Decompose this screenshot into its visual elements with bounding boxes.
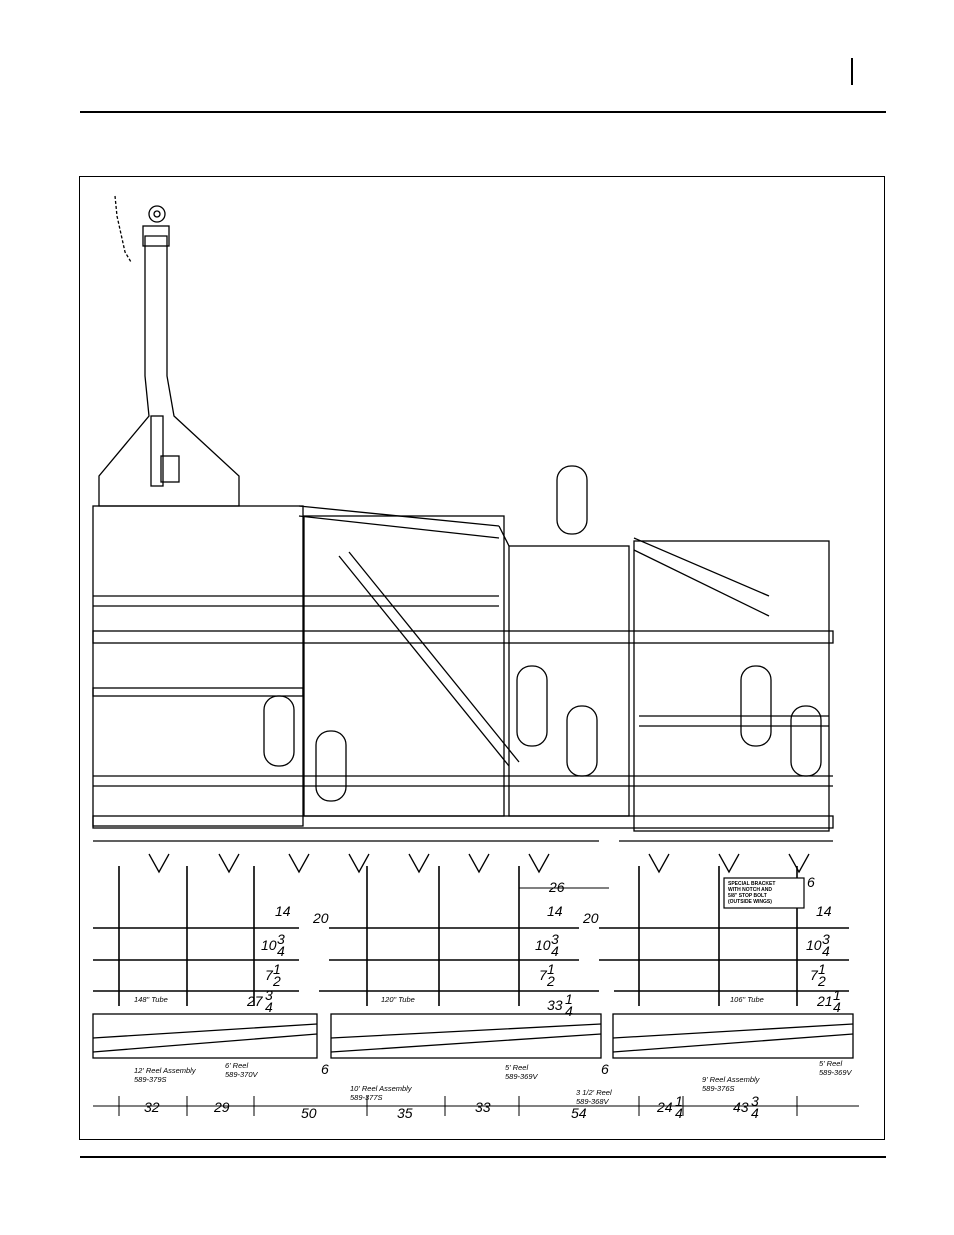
dim-33: 33 xyxy=(547,997,563,1013)
dim-bottom-35: 35 xyxy=(397,1105,413,1121)
dim-bottom-24-den: 4 xyxy=(675,1105,683,1121)
dim-7-c-den: 2 xyxy=(817,973,826,989)
field-cultivator-drawing: SPECIAL BRACKET WITH NOTCH AND 5/8" STOP… xyxy=(92,195,859,1121)
dim-10-b: 10 xyxy=(535,937,551,953)
dim-10-c-num: 3 xyxy=(822,931,830,947)
shank-row-rear xyxy=(93,840,833,874)
dim-6-a: 6 xyxy=(321,1061,329,1077)
dim-bottom-33: 33 xyxy=(475,1099,491,1115)
dim-7-a: 7 xyxy=(265,967,274,983)
dim-33-den: 4 xyxy=(565,1003,573,1019)
dim-7-a-num: 1 xyxy=(273,961,281,977)
rolling-reels xyxy=(92,1013,854,1059)
note-line-3: 5/8" STOP BOLT xyxy=(728,893,767,899)
dim-27-num: 3 xyxy=(265,987,273,1003)
header-page-marker xyxy=(851,58,853,85)
dim-14-b: 14 xyxy=(547,903,563,919)
dim-7-c: 7 xyxy=(810,967,819,983)
main-frame xyxy=(92,505,834,832)
label-reel-12: 12' Reel Assembly xyxy=(134,1066,197,1075)
dim-6-b: 6 xyxy=(601,1061,609,1077)
dim-20-b: 20 xyxy=(582,910,599,926)
dim-7-b-den: 2 xyxy=(546,973,555,989)
note-box xyxy=(723,877,805,909)
note-line-2: WITH NOTCH AND xyxy=(728,887,772,893)
dim-7-c-num: 1 xyxy=(818,961,826,977)
dim-14-c: 14 xyxy=(816,903,832,919)
dimension-lines xyxy=(93,887,859,1116)
label-tube-120: 120" Tube xyxy=(381,995,415,1004)
dim-10-b-num: 3 xyxy=(551,931,559,947)
dim-27: 27 xyxy=(246,993,264,1009)
dim-10-a-den: 4 xyxy=(277,943,285,959)
dim-10-c-den: 4 xyxy=(822,943,830,959)
dim-10-b-den: 4 xyxy=(551,943,559,959)
dim-10-c: 10 xyxy=(806,937,822,953)
label-reel-12-part: 589-379S xyxy=(134,1075,167,1084)
dim-7-b: 7 xyxy=(539,967,548,983)
label-reel-3h-part: 589-368V xyxy=(576,1097,610,1106)
transport-wheels xyxy=(263,465,822,802)
label-reel-3h: 3 1/2' Reel xyxy=(576,1088,612,1097)
dim-10-a: 10 xyxy=(261,937,277,953)
label-reel-6: 6' Reel xyxy=(225,1061,248,1070)
label-tube-148: 148" Tube xyxy=(134,995,168,1004)
dim-21-num: 1 xyxy=(833,987,841,1003)
dim-bottom-24: 24 xyxy=(656,1099,673,1115)
dim-26: 26 xyxy=(548,879,565,895)
dim-bottom-43: 43 xyxy=(733,1099,749,1115)
note-line-4: (OUTSIDE WINGS) xyxy=(728,899,772,905)
label-reel-9: 9' Reel Assembly xyxy=(702,1075,761,1084)
dim-20-a: 20 xyxy=(312,910,329,926)
dim-7-b-num: 1 xyxy=(547,961,555,977)
hitch-assembly xyxy=(98,195,240,507)
label-tube-106: 106" Tube xyxy=(730,995,764,1004)
figure-frame xyxy=(79,176,885,1140)
dim-7-a-den: 2 xyxy=(272,973,281,989)
label-reel-5b-part: 589-369V xyxy=(819,1068,853,1077)
harrow-bars xyxy=(93,866,849,1006)
label-reel-9-part: 589-376S xyxy=(702,1084,735,1093)
dim-bottom-43-den: 4 xyxy=(751,1105,759,1121)
dim-bottom-43-num: 3 xyxy=(751,1093,759,1109)
dim-bottom-54: 54 xyxy=(571,1105,587,1121)
label-reel-10-part: 589-377S xyxy=(350,1093,383,1102)
label-reel-6-part: 589-370V xyxy=(225,1070,259,1079)
dim-33-num: 1 xyxy=(565,991,573,1007)
footer-rule xyxy=(80,1156,886,1158)
note-line-1: SPECIAL BRACKET xyxy=(728,881,775,887)
dim-10-a-num: 3 xyxy=(277,931,285,947)
label-reel-5b: 5' Reel xyxy=(819,1059,842,1068)
dim-21-den: 4 xyxy=(833,999,841,1015)
label-reel-10: 10' Reel Assembly xyxy=(350,1084,413,1093)
dim-bottom-50: 50 xyxy=(301,1105,317,1121)
dim-bottom-24-num: 1 xyxy=(675,1093,683,1109)
dim-bottom-32: 32 xyxy=(144,1099,160,1115)
dim-bottom-29: 29 xyxy=(213,1099,230,1115)
dim-27-den: 4 xyxy=(265,999,273,1015)
dim-14-a: 14 xyxy=(275,903,291,919)
label-reel-5a: 5' Reel xyxy=(505,1063,528,1072)
dim-6-right: 6 xyxy=(807,874,815,890)
dim-21: 21 xyxy=(816,993,833,1009)
header-rule xyxy=(80,111,886,113)
label-reel-5a-part: 589-369V xyxy=(505,1072,539,1081)
